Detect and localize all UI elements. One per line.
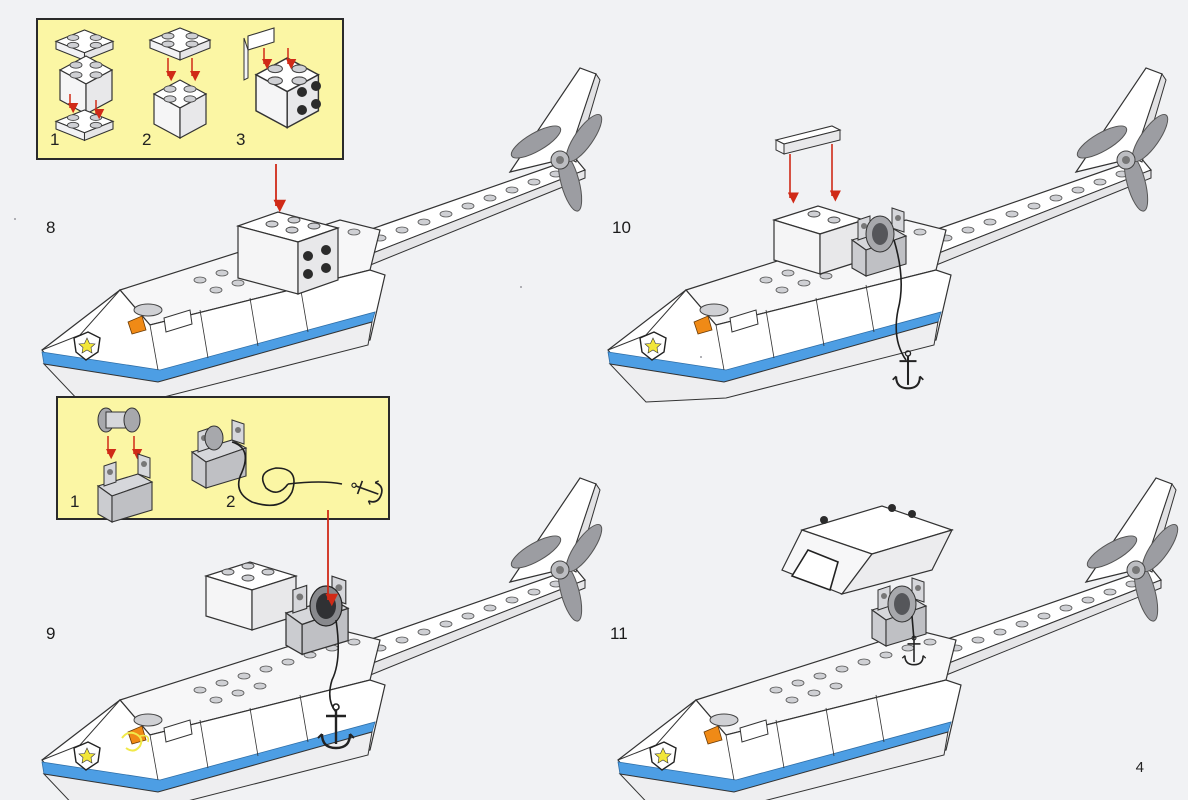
step-9-number: 9 bbox=[46, 624, 56, 643]
scan-speck bbox=[700, 356, 702, 358]
step-11-number: 11 bbox=[610, 624, 628, 643]
step-10-helicopter bbox=[607, 67, 1175, 403]
step-8-callout-art bbox=[55, 27, 321, 141]
step-8-substep-3-number: 3 bbox=[236, 130, 246, 149]
step-9-callout-art bbox=[97, 407, 387, 523]
step-8-callout: 1 2 3 bbox=[36, 18, 344, 160]
scan-speck bbox=[520, 286, 522, 288]
page-number: 4 bbox=[1135, 759, 1144, 776]
step-10-number: 10 bbox=[612, 218, 631, 237]
step-9-substep-2-number: 2 bbox=[226, 492, 236, 511]
step-9-substep-1-number: 1 bbox=[70, 492, 80, 511]
step-8-substep-1-number: 1 bbox=[50, 130, 60, 149]
step-8-substep-2-number: 2 bbox=[142, 130, 152, 149]
step-9-helicopter bbox=[41, 477, 609, 800]
scan-speck bbox=[14, 218, 16, 220]
step-11-helicopter bbox=[617, 477, 1185, 800]
step-8-helicopter bbox=[41, 67, 609, 403]
step-9-callout: 1 2 bbox=[56, 396, 390, 523]
step-8-number: 8 bbox=[46, 218, 56, 237]
scan-artifact bbox=[121, 731, 150, 752]
